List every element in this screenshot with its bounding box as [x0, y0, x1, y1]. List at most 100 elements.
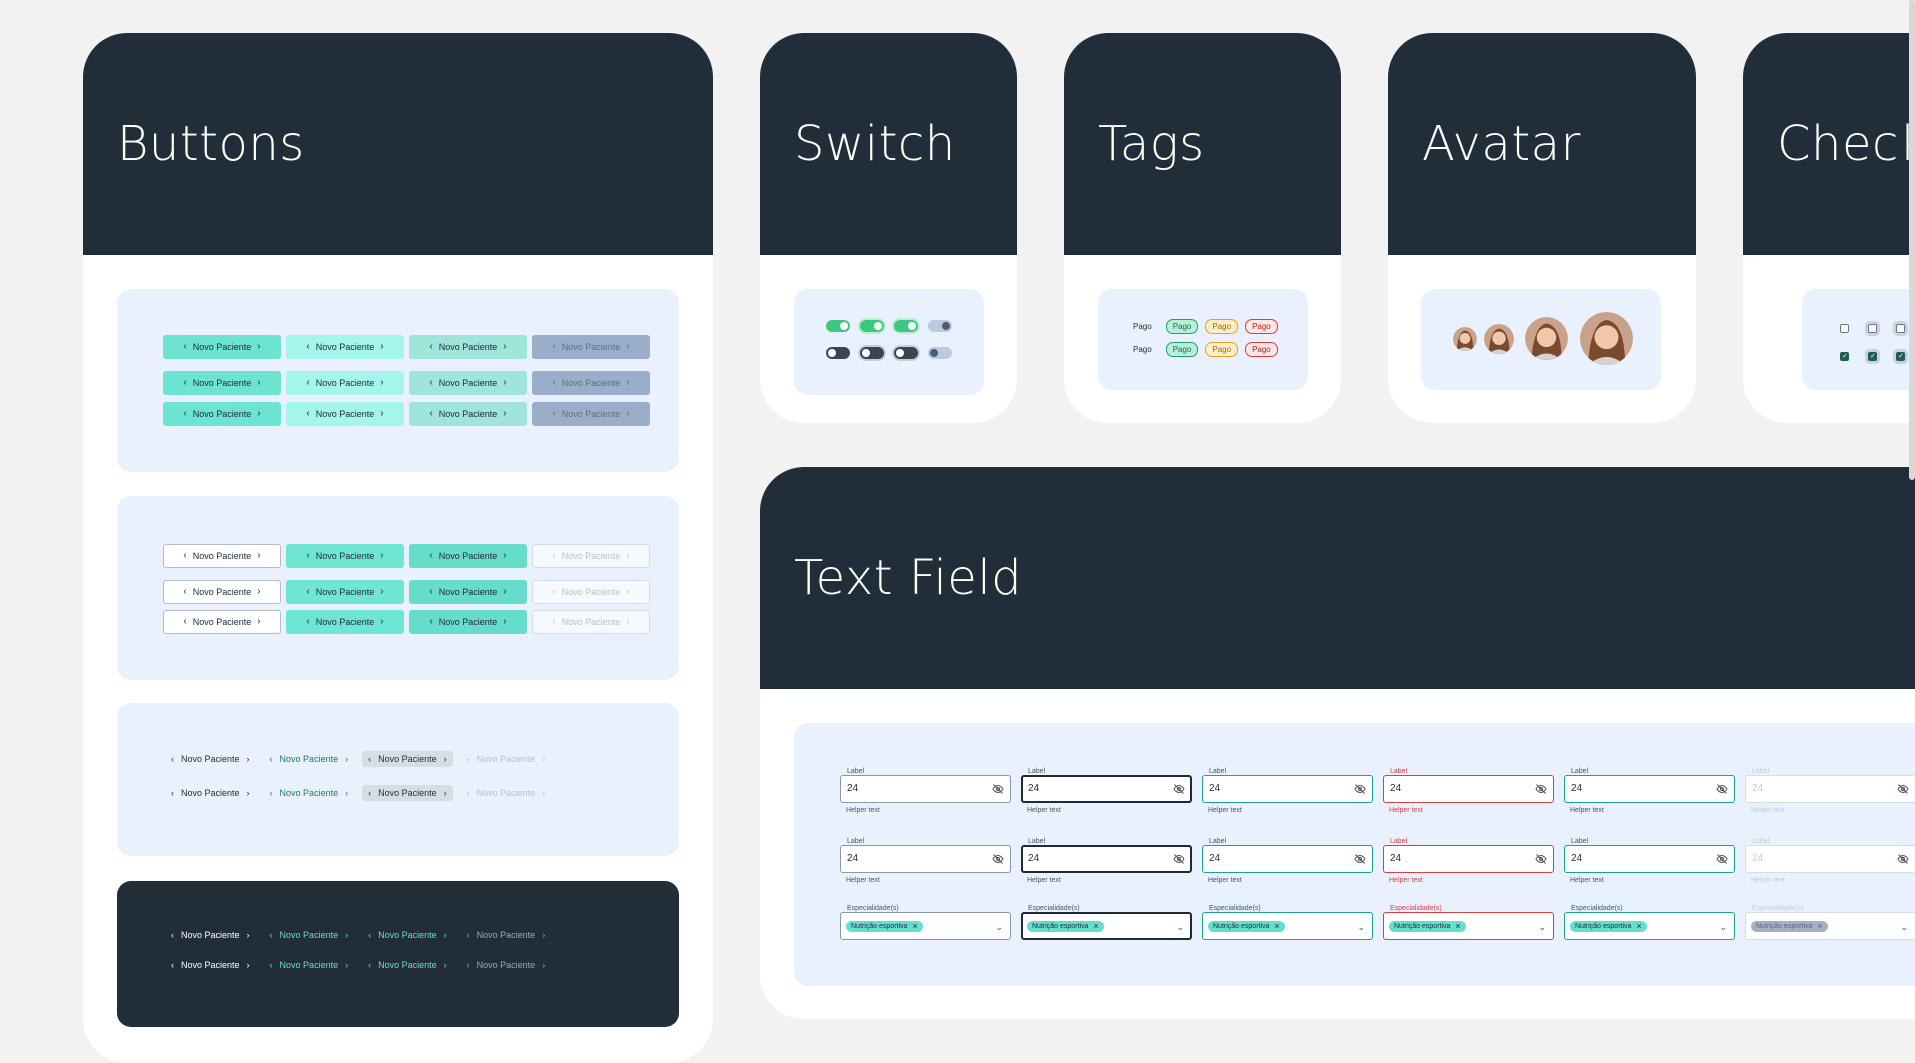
- novo-paciente-link-button[interactable]: ‹Novo Paciente›: [264, 927, 355, 943]
- close-icon[interactable]: ×: [1817, 921, 1823, 931]
- chevron-down-icon[interactable]: ⌄: [1538, 922, 1546, 932]
- chevron-right-icon: ›: [257, 550, 261, 561]
- switch-on-focus[interactable]: [894, 320, 918, 332]
- novo-paciente-button[interactable]: ‹Novo Paciente›: [286, 610, 404, 634]
- tags-card-header: Tags: [1064, 33, 1341, 255]
- novo-paciente-button[interactable]: ‹Novo Paciente›: [286, 580, 404, 604]
- novo-paciente-button[interactable]: ‹Novo Paciente›: [163, 335, 281, 359]
- eye-off-icon[interactable]: [1535, 852, 1547, 864]
- helper-text: Helper text: [1570, 807, 1604, 814]
- novo-paciente-link-button[interactable]: ‹Novo Paciente›: [461, 927, 552, 943]
- novo-paciente-link-button[interactable]: ‹Novo Paciente›: [362, 927, 453, 943]
- card-title: Avatar: [1422, 116, 1581, 172]
- chevron-down-icon[interactable]: ⌄: [1719, 922, 1727, 932]
- eye-off-icon[interactable]: [1354, 852, 1366, 864]
- novo-paciente-button[interactable]: ‹Novo Paciente›: [163, 610, 281, 634]
- novo-paciente-link-button[interactable]: ‹Novo Paciente›: [362, 957, 453, 973]
- novo-paciente-button[interactable]: ‹Novo Paciente›: [409, 544, 527, 568]
- novo-paciente-button[interactable]: ‹Novo Paciente›: [163, 402, 281, 426]
- text-field-input[interactable]: [1383, 775, 1554, 803]
- text-field-input[interactable]: [1564, 845, 1735, 873]
- eye-off-icon[interactable]: [1535, 782, 1547, 794]
- button-label: Novo Paciente: [561, 378, 621, 388]
- novo-paciente-link-button[interactable]: ‹Novo Paciente›: [165, 957, 256, 973]
- novo-paciente-button[interactable]: ‹Novo Paciente›: [409, 371, 527, 395]
- text-field-input: [1745, 845, 1915, 873]
- novo-paciente-link-button[interactable]: ‹Novo Paciente›: [461, 957, 552, 973]
- text-field-input[interactable]: [1202, 775, 1373, 803]
- chevron-down-icon[interactable]: ⌄: [1176, 922, 1184, 932]
- novo-paciente-button[interactable]: ‹Novo Paciente›: [286, 371, 404, 395]
- eye-off-icon[interactable]: [1173, 782, 1185, 794]
- close-icon[interactable]: ×: [1093, 921, 1099, 931]
- text-field-input[interactable]: [840, 775, 1011, 803]
- eye-off-icon[interactable]: [1716, 852, 1728, 864]
- novo-paciente-button[interactable]: ‹Novo Paciente›: [286, 544, 404, 568]
- text-field-input[interactable]: [1564, 775, 1735, 803]
- button-label: Novo Paciente: [378, 930, 437, 940]
- novo-paciente-button[interactable]: ‹Novo Paciente›: [163, 544, 281, 568]
- text-field-input[interactable]: [1202, 845, 1373, 873]
- chip-label: Nutrição esportiva: [1032, 923, 1089, 930]
- close-icon[interactable]: ×: [1455, 921, 1461, 931]
- chevron-right-icon: ›: [380, 377, 384, 388]
- switch-on[interactable]: [826, 320, 850, 332]
- close-icon[interactable]: ×: [912, 921, 918, 931]
- checkbox-unchecked[interactable]: [1840, 324, 1849, 333]
- eye-off-icon[interactable]: [1897, 852, 1909, 864]
- eye-off-icon[interactable]: [1897, 782, 1909, 794]
- novo-paciente-link-button[interactable]: ‹Novo Paciente›: [264, 785, 355, 801]
- switch-on-hover[interactable]: [860, 320, 884, 332]
- novo-paciente-button[interactable]: ‹Novo Paciente›: [286, 402, 404, 426]
- switch-off[interactable]: [826, 347, 850, 359]
- novo-paciente-button[interactable]: ‹Novo Paciente›: [409, 580, 527, 604]
- chevron-right-icon: ›: [443, 930, 447, 940]
- novo-paciente-link-button[interactable]: ‹Novo Paciente›: [264, 751, 355, 767]
- tag-success: Pago: [1165, 319, 1199, 334]
- eye-off-icon[interactable]: [992, 782, 1004, 794]
- chevron-down-icon[interactable]: ⌄: [995, 922, 1003, 932]
- novo-paciente-button[interactable]: ‹Novo Paciente›: [409, 402, 527, 426]
- tag-default: Pago: [1133, 345, 1152, 354]
- close-icon[interactable]: ×: [1636, 921, 1642, 931]
- novo-paciente-link-button[interactable]: ‹Novo Paciente›: [165, 927, 256, 943]
- scrollbar[interactable]: [1909, 0, 1915, 480]
- chevron-left-icon: ‹: [306, 550, 310, 561]
- novo-paciente-link-button[interactable]: ‹Novo Paciente›: [165, 751, 256, 767]
- button-label: Novo Paciente: [438, 617, 498, 627]
- checkbox-checked-hover[interactable]: [1868, 352, 1877, 361]
- novo-paciente-button: ‹Novo Paciente›: [532, 544, 650, 568]
- text-field-input[interactable]: [1383, 845, 1554, 873]
- close-icon[interactable]: ×: [1274, 921, 1280, 931]
- novo-paciente-button[interactable]: ‹Novo Paciente›: [286, 335, 404, 359]
- checkbox-unchecked-focus[interactable]: [1896, 324, 1905, 333]
- novo-paciente-button[interactable]: ‹Novo Paciente›: [409, 335, 527, 359]
- eye-off-icon[interactable]: [1354, 782, 1366, 794]
- card-title: Text Field: [794, 550, 1023, 606]
- novo-paciente-button[interactable]: ‹Novo Paciente›: [163, 580, 281, 604]
- novo-paciente-button[interactable]: ‹Novo Paciente›: [163, 371, 281, 395]
- novo-paciente-link-button[interactable]: ‹Novo Paciente›: [165, 785, 256, 801]
- novo-paciente-button[interactable]: ‹Novo Paciente›: [409, 610, 527, 634]
- eye-off-icon[interactable]: [1173, 852, 1185, 864]
- chevron-down-icon[interactable]: ⌄: [1357, 922, 1365, 932]
- novo-paciente-link-button[interactable]: ‹Novo Paciente›: [264, 957, 355, 973]
- checkbox-checked-focus[interactable]: [1896, 352, 1905, 361]
- checkbox-unchecked-hover[interactable]: [1868, 324, 1877, 333]
- chevron-down-icon[interactable]: ⌄: [1900, 922, 1908, 932]
- chevron-left-icon: ‹: [466, 754, 470, 764]
- novo-paciente-link-button[interactable]: ‹Novo Paciente›: [362, 785, 453, 801]
- button-label: Novo Paciente: [438, 378, 498, 388]
- text-field-input[interactable]: [840, 845, 1011, 873]
- novo-paciente-button: ‹Novo Paciente›: [532, 371, 650, 395]
- checkbox-checked[interactable]: [1840, 352, 1849, 361]
- novo-paciente-link-button[interactable]: ‹Novo Paciente›: [362, 751, 453, 767]
- tags-panel: Pago Pago Pago Pago Pago Pago Pago Pago: [1098, 289, 1308, 390]
- switch-off-focus[interactable]: [894, 347, 918, 359]
- eye-off-icon[interactable]: [1716, 782, 1728, 794]
- switch-off-hover[interactable]: [860, 347, 884, 359]
- text-field-input[interactable]: [1021, 845, 1192, 873]
- text-field-input[interactable]: [1021, 775, 1192, 803]
- chevron-left-icon: ‹: [269, 788, 273, 798]
- eye-off-icon[interactable]: [992, 852, 1004, 864]
